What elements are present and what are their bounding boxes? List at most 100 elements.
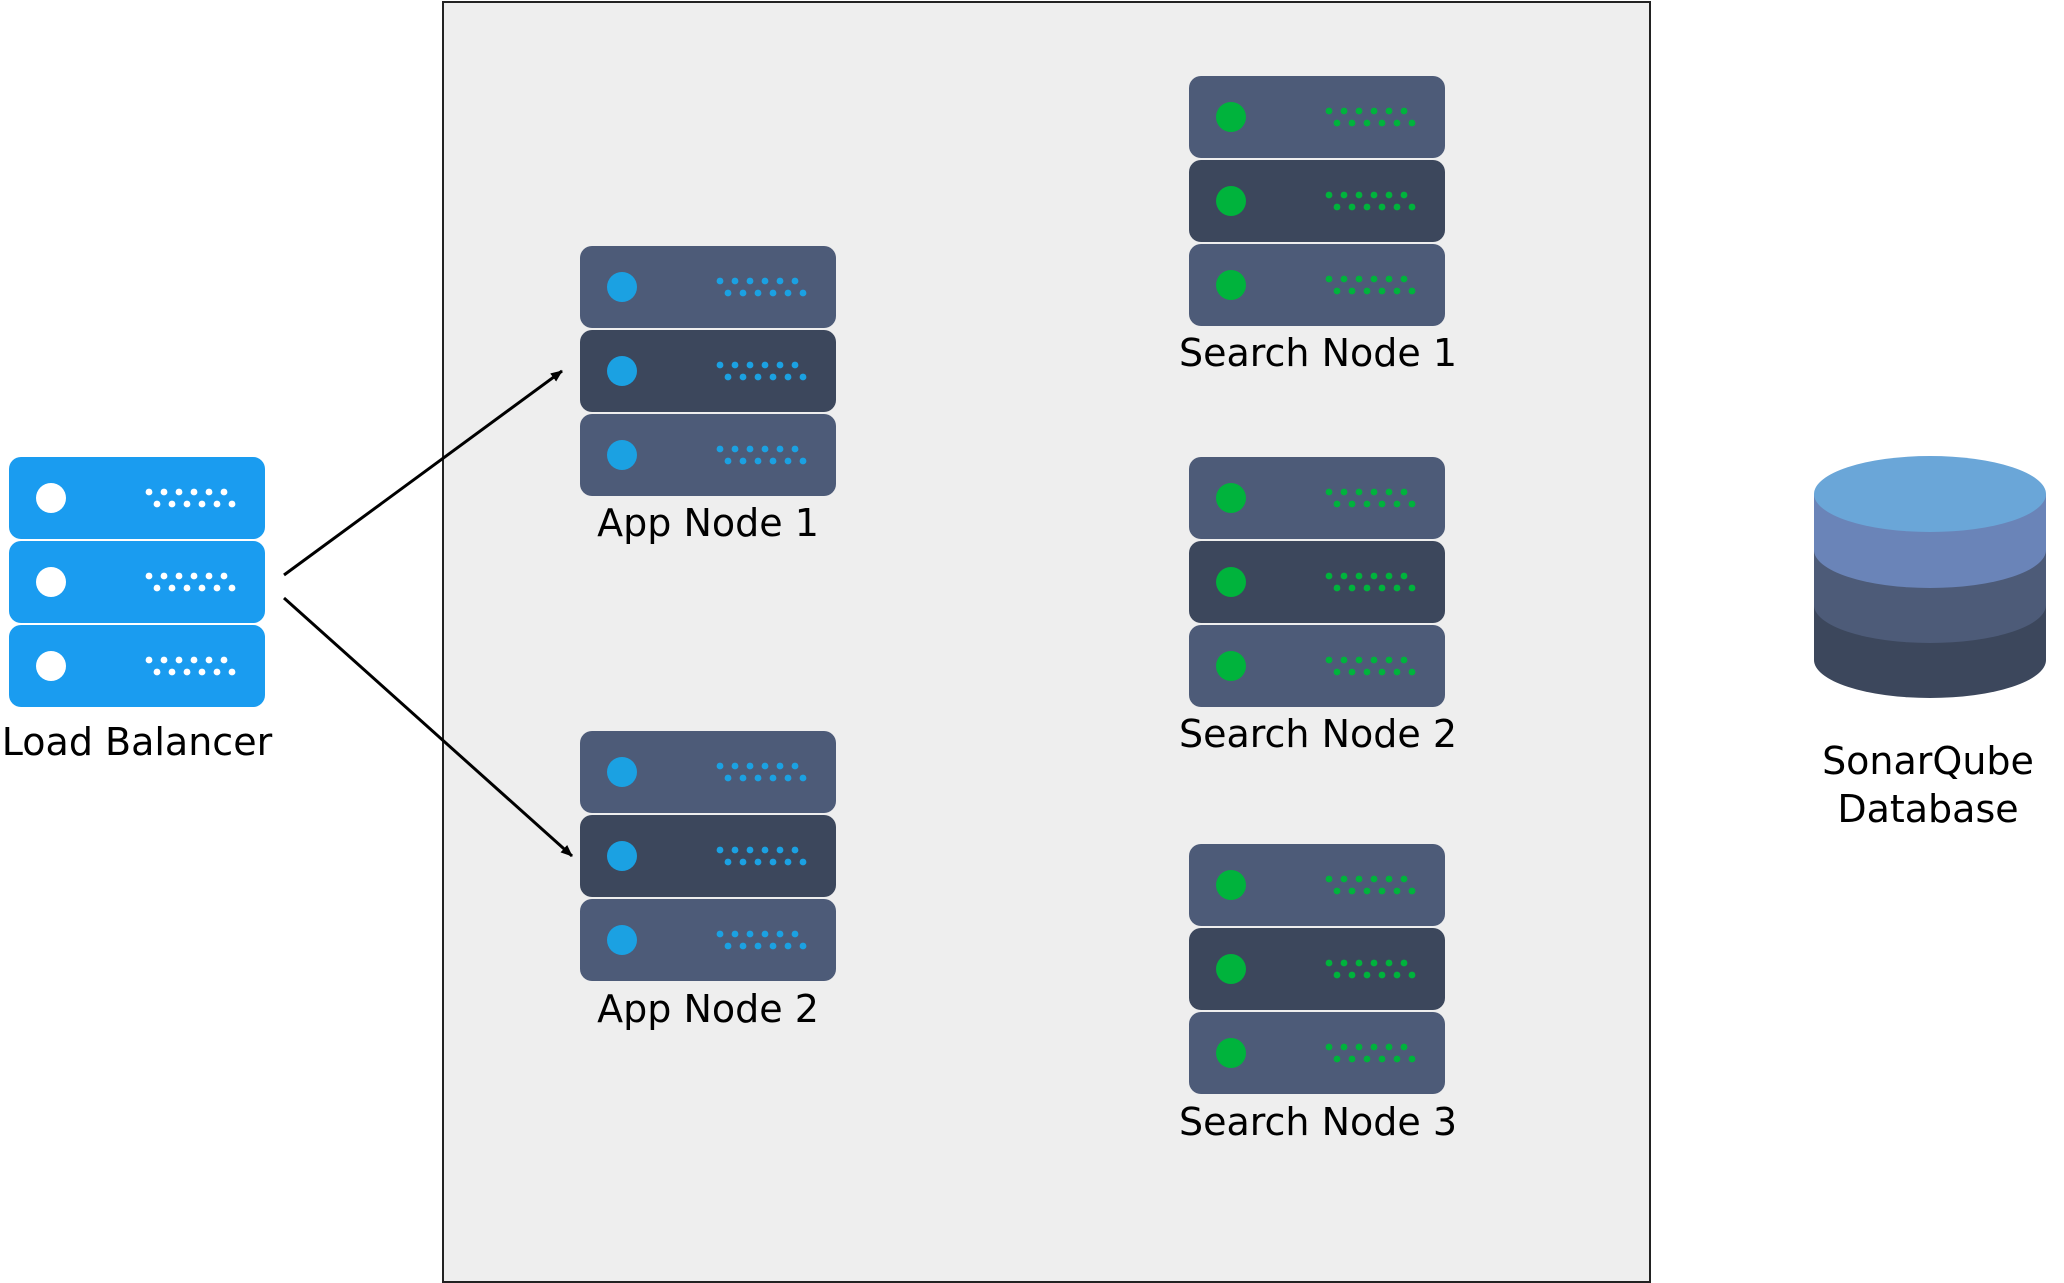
app-node-1: App Node 1 bbox=[580, 246, 836, 545]
vent-dot bbox=[1348, 1055, 1356, 1063]
vent-dots-icon bbox=[1325, 488, 1416, 508]
cluster-container bbox=[442, 1, 1651, 1283]
server-rack-icon bbox=[1189, 76, 1445, 326]
server-unit-body bbox=[580, 414, 836, 496]
vent-dot bbox=[754, 457, 762, 465]
vent-dot bbox=[731, 445, 739, 453]
vent-dots-icon bbox=[145, 572, 236, 592]
vent-dot bbox=[1348, 887, 1356, 895]
vent-dot bbox=[754, 774, 762, 782]
vent-dot bbox=[731, 930, 739, 938]
vent-dot bbox=[1325, 488, 1333, 496]
server-unit bbox=[580, 899, 836, 981]
vent-dot bbox=[1385, 959, 1393, 967]
vent-dot bbox=[746, 361, 754, 369]
vent-dot bbox=[1363, 1055, 1371, 1063]
load-balancer-label: Load Balancer bbox=[2, 720, 273, 764]
vent-dot bbox=[1355, 488, 1363, 496]
vent-dot bbox=[1340, 1043, 1348, 1051]
vent-dot bbox=[1408, 500, 1416, 508]
vent-dot bbox=[228, 584, 236, 592]
vent-dot bbox=[784, 289, 792, 297]
vent-dot bbox=[731, 361, 739, 369]
vent-dot bbox=[761, 846, 769, 854]
vent-dot bbox=[1378, 584, 1386, 592]
vent-dots-icon bbox=[1325, 572, 1416, 592]
vent-dot bbox=[746, 930, 754, 938]
vent-dot bbox=[791, 277, 799, 285]
status-light-icon bbox=[1216, 954, 1246, 984]
vent-dot bbox=[1370, 875, 1378, 883]
search-node-2: Search Node 2 bbox=[1179, 457, 1457, 756]
vent-dot bbox=[1348, 500, 1356, 508]
vent-dot bbox=[1340, 959, 1348, 967]
vent-dot bbox=[761, 930, 769, 938]
server-unit-body bbox=[1189, 928, 1445, 1010]
status-light-icon bbox=[1216, 186, 1246, 216]
vent-dot bbox=[739, 289, 747, 297]
vent-dot bbox=[1325, 959, 1333, 967]
vent-dots-icon bbox=[1325, 1043, 1416, 1063]
server-unit bbox=[580, 330, 836, 412]
server-unit bbox=[1189, 541, 1445, 623]
vent-dot bbox=[791, 445, 799, 453]
status-light-icon bbox=[1216, 567, 1246, 597]
vent-dot bbox=[1385, 1043, 1393, 1051]
vent-dot bbox=[205, 488, 213, 496]
vent-dot bbox=[1370, 656, 1378, 664]
vent-dot bbox=[1393, 584, 1401, 592]
vent-dot bbox=[1370, 275, 1378, 283]
load-balancer-node: Load Balancer bbox=[2, 457, 273, 764]
vent-dot bbox=[761, 361, 769, 369]
vent-dot bbox=[731, 846, 739, 854]
vent-dot bbox=[724, 373, 732, 381]
status-light-icon bbox=[1216, 651, 1246, 681]
vent-dot bbox=[1408, 287, 1416, 295]
vent-dot bbox=[1400, 488, 1408, 496]
vent-dot bbox=[1400, 572, 1408, 580]
vent-dot bbox=[220, 488, 228, 496]
vent-dot bbox=[1333, 971, 1341, 979]
vent-dot bbox=[1370, 572, 1378, 580]
status-light-icon bbox=[607, 757, 637, 787]
vent-dots-icon bbox=[1325, 875, 1416, 895]
server-unit bbox=[1189, 160, 1445, 242]
status-light-icon bbox=[36, 567, 66, 597]
search-node-3: Search Node 3 bbox=[1179, 844, 1457, 1144]
server-unit bbox=[1189, 457, 1445, 539]
vent-dot bbox=[746, 277, 754, 285]
vent-dot bbox=[1355, 191, 1363, 199]
server-unit-body bbox=[580, 246, 836, 328]
database-label-line-1: SonarQube bbox=[1822, 739, 2034, 783]
vent-dot bbox=[198, 584, 206, 592]
status-light-icon bbox=[607, 440, 637, 470]
vent-dot bbox=[799, 373, 807, 381]
vent-dot bbox=[190, 656, 198, 664]
vent-dot bbox=[1408, 119, 1416, 127]
vent-dot bbox=[776, 361, 784, 369]
vent-dot bbox=[213, 500, 221, 508]
vent-dot bbox=[1363, 584, 1371, 592]
vent-dot bbox=[754, 289, 762, 297]
vent-dot bbox=[1348, 119, 1356, 127]
vent-dot bbox=[1333, 584, 1341, 592]
status-light-icon bbox=[36, 483, 66, 513]
server-rack-icon bbox=[580, 731, 836, 981]
vent-dot bbox=[1408, 971, 1416, 979]
status-light-icon bbox=[1216, 102, 1246, 132]
vent-dot bbox=[168, 584, 176, 592]
vent-dot bbox=[1355, 107, 1363, 115]
vent-dot bbox=[1400, 875, 1408, 883]
vent-dot bbox=[1363, 119, 1371, 127]
server-rack-icon bbox=[1189, 457, 1445, 707]
vent-dot bbox=[739, 942, 747, 950]
vent-dot bbox=[784, 774, 792, 782]
vent-dot bbox=[1378, 887, 1386, 895]
vent-dot bbox=[1393, 287, 1401, 295]
vent-dot bbox=[799, 289, 807, 297]
vent-dot bbox=[1355, 656, 1363, 664]
vent-dot bbox=[784, 373, 792, 381]
server-unit-body bbox=[9, 625, 265, 707]
vent-dot bbox=[1378, 500, 1386, 508]
